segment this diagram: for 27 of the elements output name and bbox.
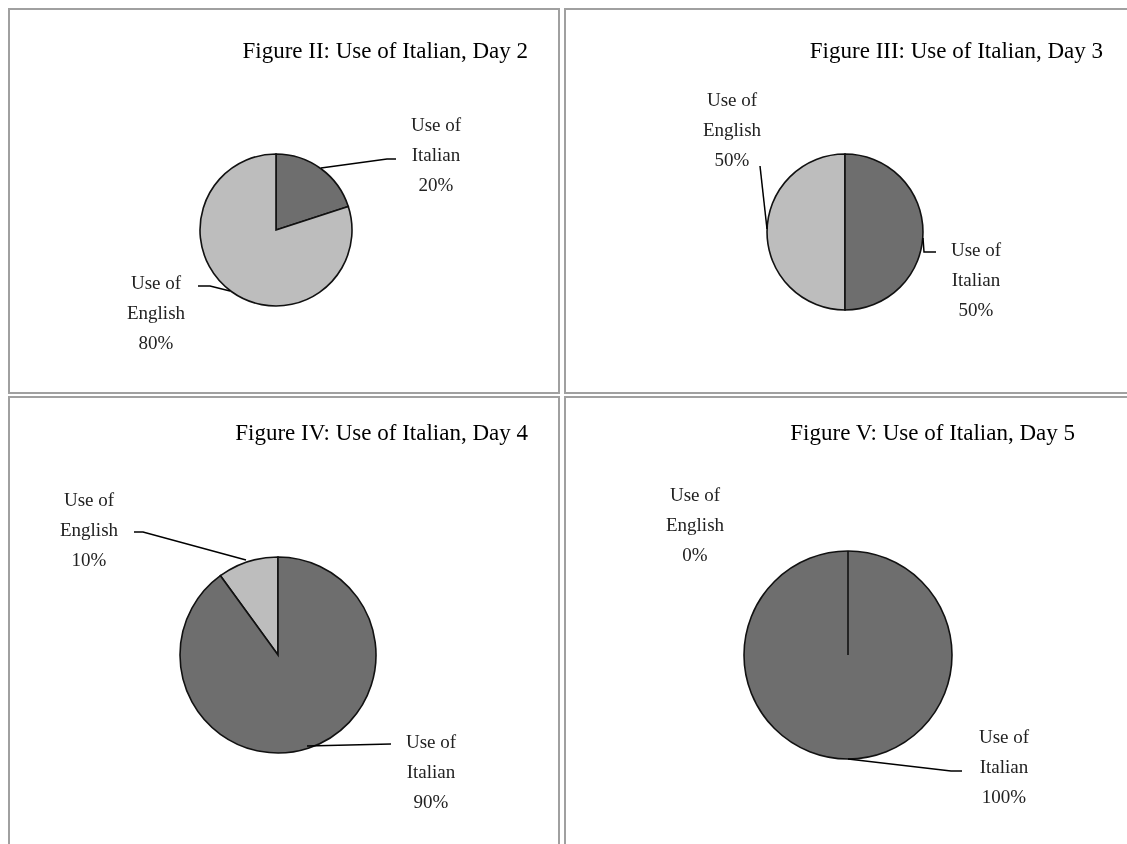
data-label: Use of English 50% (688, 85, 776, 175)
pie-slice (844, 153, 924, 311)
pie-slice (275, 153, 350, 231)
data-label: Use of Italian 50% (936, 235, 1016, 325)
data-label: Use of English 80% (114, 268, 198, 358)
data-label: Use of Italian 100% (962, 722, 1046, 812)
pie-slice (179, 556, 377, 754)
pie-chart (743, 550, 953, 760)
chart-title: Figure V: Use of Italian, Day 5 (790, 420, 1075, 446)
chart-title: Figure IV: Use of Italian, Day 4 (235, 420, 528, 446)
chart-title: Figure III: Use of Italian, Day 3 (809, 38, 1103, 64)
chart-panel (564, 8, 1127, 394)
data-label: Use of English 0% (657, 480, 733, 570)
leader-line (847, 758, 963, 772)
data-label: Use of English 10% (44, 485, 134, 575)
data-label: Use of Italian 20% (396, 110, 476, 200)
leader-line (320, 158, 397, 169)
chart-panel (8, 396, 560, 844)
leader-line (197, 285, 231, 292)
pie-slice (766, 153, 846, 311)
leader-line (133, 531, 247, 561)
chart-panel (8, 8, 560, 394)
leader-line (306, 743, 392, 747)
chart-title: Figure II: Use of Italian, Day 2 (242, 38, 528, 64)
data-label: Use of Italian 90% (391, 727, 471, 817)
pie-slice (199, 153, 353, 307)
chart-panel (564, 396, 1127, 844)
